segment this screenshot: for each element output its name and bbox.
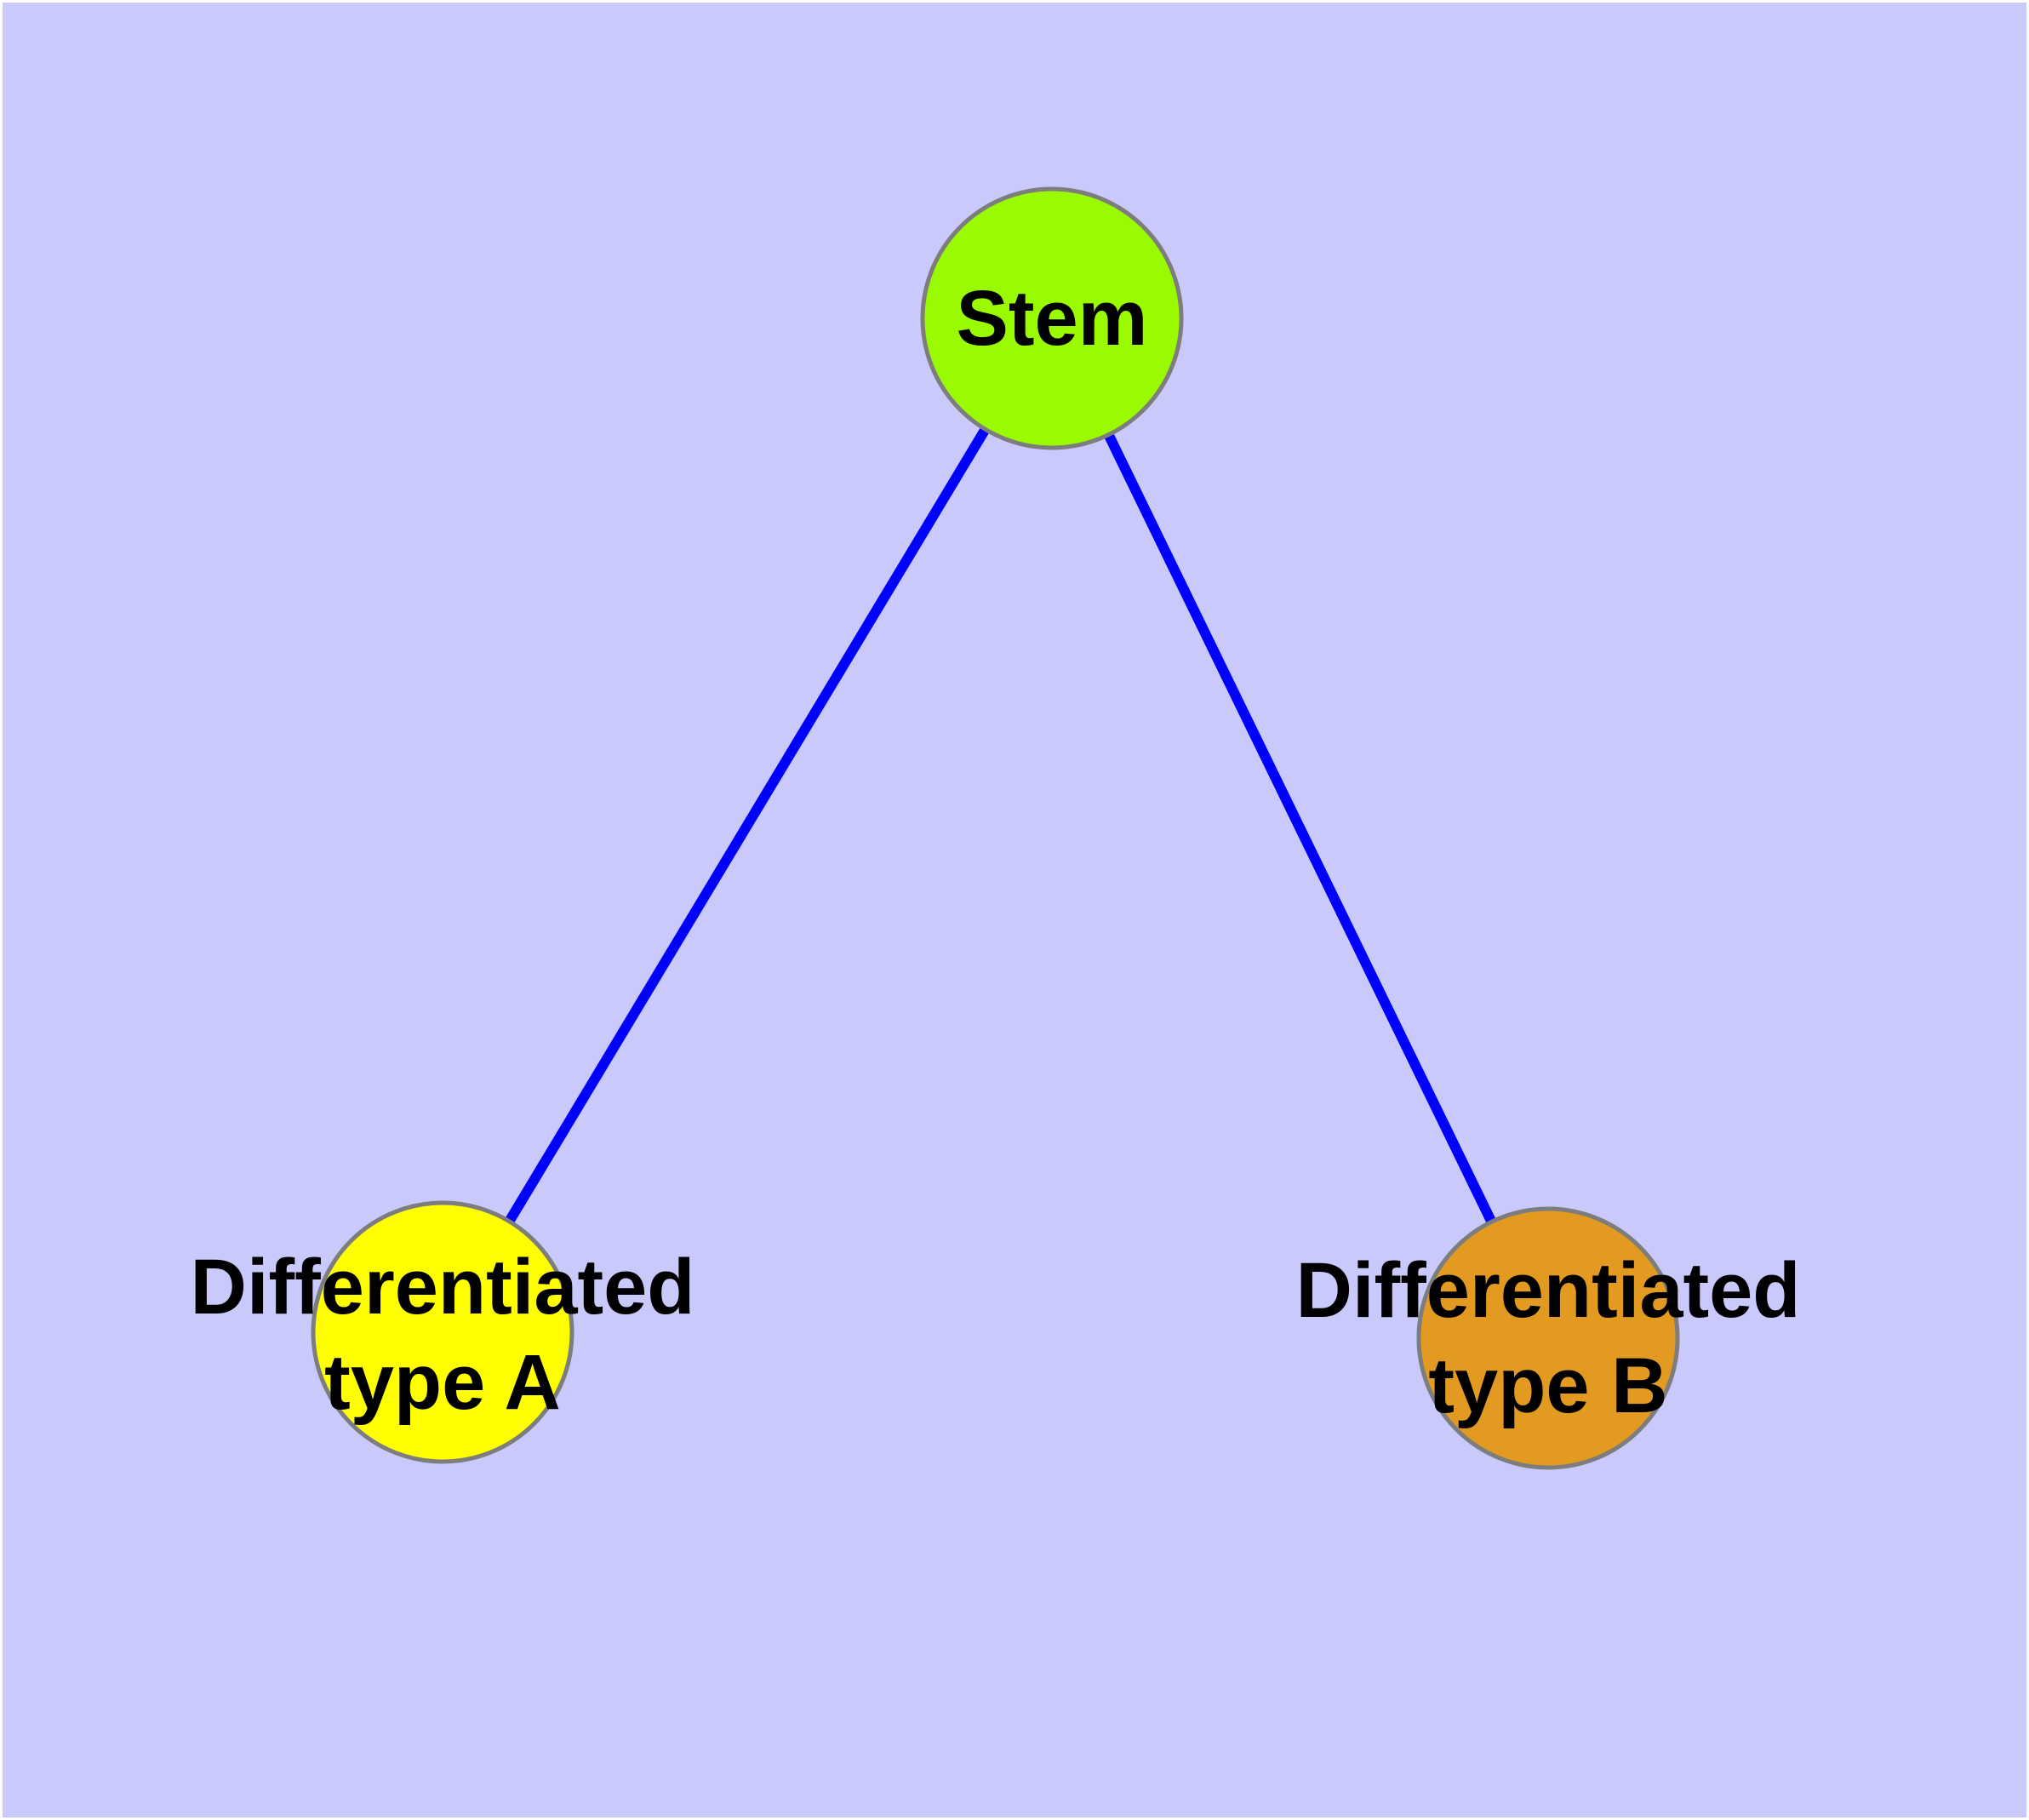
node-type-a-label-line1: Differentiated [190, 1244, 695, 1331]
edge-stem-to-type-b [1047, 316, 1553, 1341]
node-type-a-label-line2: type A [324, 1339, 561, 1426]
node-type-b-label-line2: type B [1428, 1342, 1668, 1429]
node-type-b-label: Differentiated type B [1296, 1243, 1801, 1434]
node-type-b-label-line1: Differentiated [1295, 1247, 1801, 1334]
node-type-b-circle[interactable] [1416, 1206, 1680, 1470]
node-type-a-label: Differentiated type A [191, 1239, 695, 1430]
edge-stem-to-type-a [437, 315, 1057, 1336]
node-stem-label: Stem [956, 275, 1148, 362]
node-type-a-circle[interactable] [311, 1200, 574, 1464]
node-stem-circle[interactable] [920, 186, 1184, 450]
